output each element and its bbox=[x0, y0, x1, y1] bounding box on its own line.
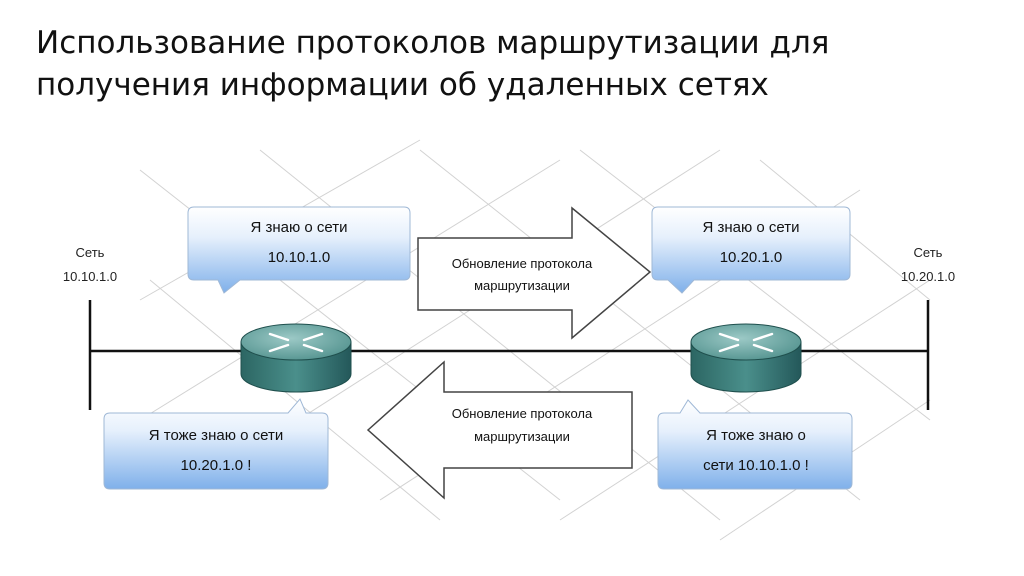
page-title: Использование протоколов маршрутизации д… bbox=[36, 22, 996, 106]
left-network-address: 10.10.1.0 bbox=[63, 269, 117, 284]
bubble-bottom-left-line-2: 10.20.1.0 ! bbox=[181, 457, 252, 474]
arrow-right-icon: Обновление протокола маршрутизации bbox=[417, 206, 652, 340]
arrow-left-text-line-2: маршрутизации bbox=[474, 429, 570, 444]
router-icon bbox=[240, 323, 352, 393]
bubble-bottom-right-line-1: Я тоже знаю о bbox=[706, 427, 806, 444]
arrow-right-text-line-2: маршрутизации bbox=[474, 278, 570, 293]
bubble-top-right-line-1: Я знаю о сети bbox=[702, 219, 799, 236]
bubble-top-left-line-2: 10.10.1.0 bbox=[268, 249, 331, 266]
bubble-bottom-left: Я тоже знаю о сети 10.20.1.0 ! bbox=[103, 398, 329, 490]
arrow-right-text-line-1: Обновление протокола bbox=[452, 256, 593, 271]
bubble-top-left: Я знаю о сети 10.10.1.0 bbox=[187, 206, 411, 294]
bubble-top-right: Я знаю о сети 10.20.1.0 bbox=[651, 206, 851, 294]
router-icon bbox=[690, 323, 802, 393]
arrow-left-text-line-1: Обновление протокола bbox=[452, 406, 593, 421]
bubble-bottom-right-line-2: сети 10.10.1.0 ! bbox=[703, 457, 809, 474]
bubble-bottom-right: Я тоже знаю о сети 10.10.1.0 ! bbox=[657, 399, 853, 490]
bubble-bottom-left-line-1: Я тоже знаю о сети bbox=[149, 427, 283, 444]
left-network-label: Сеть bbox=[76, 245, 105, 260]
page-title-line-1: Использование протоколов маршрутизации д… bbox=[36, 25, 830, 61]
bubble-top-right-line-2: 10.20.1.0 bbox=[720, 249, 783, 266]
page-title-line-2: получения информации об удаленных сетях bbox=[36, 67, 769, 103]
right-network-address: 10.20.1.0 bbox=[901, 269, 955, 284]
right-network-label: Сеть bbox=[914, 245, 943, 260]
arrow-left-icon: Обновление протокола маршрутизации bbox=[366, 360, 633, 500]
bubble-top-left-line-1: Я знаю о сети bbox=[250, 219, 347, 236]
